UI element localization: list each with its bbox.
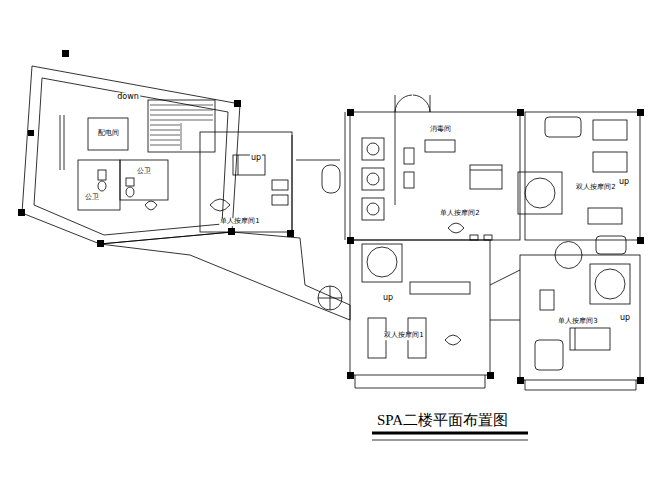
room-name: 消毒间 [429, 126, 452, 134]
room-name: 双人按摩间2 [575, 184, 616, 192]
stair-direction: up [619, 314, 631, 323]
room-name: 公卫 [136, 168, 152, 176]
room-name: 单人按摩间3 [557, 318, 598, 326]
room-name: 单人按摩间2 [439, 210, 480, 218]
room-name: 双人按摩间1 [383, 332, 424, 340]
room-name: 公卫 [84, 194, 100, 202]
room-name: 配电间 [97, 130, 120, 138]
stair-direction: up [382, 294, 394, 303]
room-name: 单人按摩间1 [219, 218, 260, 226]
stair-direction: up [618, 178, 630, 187]
stair-direction: up [250, 154, 262, 163]
stair-direction: down [116, 93, 140, 102]
drawing-title: SPA二楼平面布置图 [376, 412, 509, 429]
